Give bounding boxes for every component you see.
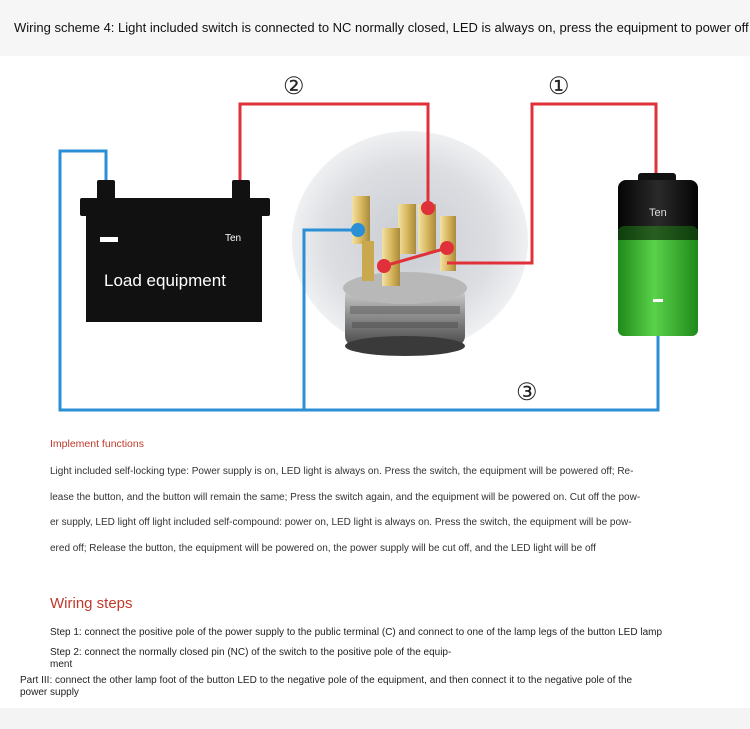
wire-1-label: ① (548, 73, 570, 100)
step-3: Part III: connect the other lamp foot of… (20, 675, 633, 686)
load-mark: Ten (225, 233, 241, 244)
header-bar: Wiring scheme 4: Light included switch i… (0, 0, 750, 56)
step-3-continued: power supply (20, 687, 79, 698)
common-terminal-dot (440, 241, 454, 255)
step-2: Step 2: connect the normally closed pin … (50, 647, 452, 658)
wire-2-label: ② (283, 73, 305, 100)
switch-pin (418, 204, 436, 252)
wire-2-positive (238, 102, 430, 208)
wiring-steps-title: Wiring steps (50, 595, 133, 612)
page-title: Wiring scheme 4: Light included switch i… (14, 20, 749, 35)
wire-led-negative (302, 228, 358, 410)
battery-mark: Ten (649, 207, 667, 219)
step-2-continued: ment (50, 659, 73, 670)
implement-line: Light included self-locking type: Power … (50, 466, 634, 477)
wire-3-negative (58, 149, 660, 412)
led-positive-dot (377, 259, 391, 273)
led-negative-dot (351, 223, 365, 237)
load-equipment: Ten Load equipment (80, 180, 270, 322)
bottom-strip (0, 708, 750, 729)
battery: Ten (618, 173, 698, 336)
wire-led-link (383, 246, 448, 268)
switch-pin (382, 228, 400, 286)
wire-1-positive (447, 102, 658, 265)
step-1: Step 1: connect the positive pole of the… (50, 627, 663, 638)
wire-3-label: ③ (516, 379, 538, 406)
switch-pin (352, 196, 370, 244)
implement-line: lease the button, and the button will re… (50, 492, 641, 503)
wiring-diagram: Ten Load equipment Ten ② ① ③ (58, 73, 698, 412)
negative-mark (100, 237, 118, 242)
load-label: Load equipment (104, 271, 226, 290)
battery-negative-mark (653, 299, 663, 302)
implement-line: er supply, LED light off light included … (50, 517, 632, 528)
implement-line: ered off; Release the button, the equipm… (50, 543, 596, 554)
implement-title: Implement functions (50, 438, 144, 450)
nc-terminal-dot (421, 201, 435, 215)
switch-pin (398, 204, 416, 254)
